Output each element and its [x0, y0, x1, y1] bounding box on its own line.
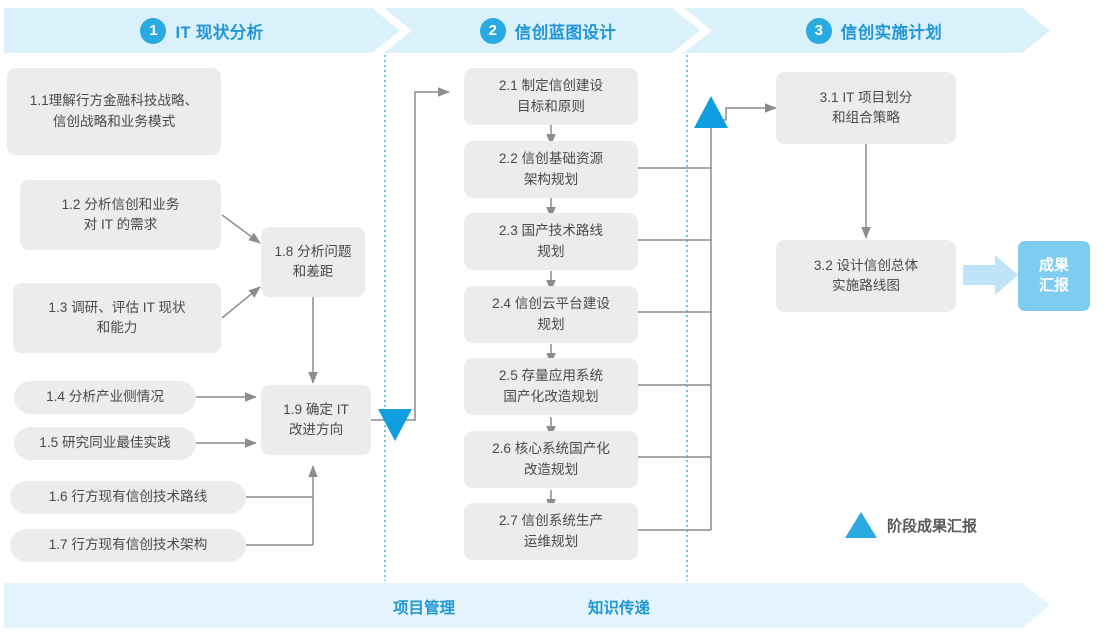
- milestone-triangle-phase2: [694, 96, 728, 128]
- task-box-2-3[interactable]: 2.3 国产技术路线规划: [464, 213, 638, 270]
- task-box-3-2[interactable]: 3.2 设计信创总体实施路线图: [776, 240, 956, 312]
- task-box-3-1[interactable]: 3.1 IT 项目划分和组合策略: [776, 72, 956, 144]
- task-box-1-4[interactable]: 1.4 分析产业侧情况: [14, 381, 196, 414]
- task-box-2-1[interactable]: 2.1 制定信创建设目标和原则: [464, 68, 638, 125]
- task-box-1-8[interactable]: 1.8 分析问题和差距: [261, 227, 365, 297]
- connector-1-3-to-1-8: [221, 286, 261, 319]
- task-box-1-5[interactable]: 1.5 研究同业最佳实践: [14, 427, 196, 460]
- task-box-1-3[interactable]: 1.3 调研、评估 IT 现状和能力: [13, 283, 221, 353]
- phase-3-header: 3 信创实施计划: [698, 8, 1050, 53]
- bottom-band-label-project-management: 项目管理: [393, 600, 456, 617]
- triangle-up-icon: [845, 512, 877, 538]
- task-box-2-6[interactable]: 2.6 核心系统国产化改造规划: [464, 431, 638, 488]
- phase-2-number: 2: [479, 17, 506, 44]
- legend-label: 阶段成果汇报: [887, 517, 978, 535]
- milestone-triangle-phase1: [378, 409, 412, 441]
- phase-1-header: 1 IT 现状分析: [4, 8, 400, 53]
- phase-1-number: 1: [140, 17, 167, 44]
- legend: 阶段成果汇报: [845, 512, 977, 538]
- phase-3-number: 3: [805, 17, 832, 44]
- bottom-band-label-knowledge-transfer: 知识传递: [588, 600, 651, 617]
- task-box-1-2[interactable]: 1.2 分析信创和业务对 IT 的需求: [20, 180, 221, 250]
- result-badge[interactable]: 成果汇报: [1018, 241, 1090, 311]
- task-box-2-2[interactable]: 2.2 信创基础资源架构规划: [464, 141, 638, 198]
- task-box-2-4[interactable]: 2.4 信创云平台建设规划: [464, 286, 638, 343]
- phase-2-title: 信创蓝图设计: [514, 23, 617, 42]
- phase-2-header: 2 信创蓝图设计: [396, 8, 700, 53]
- phase-1-title: IT 现状分析: [175, 23, 264, 42]
- task-box-1-6[interactable]: 1.6 行方现有信创技术路线: [10, 481, 246, 514]
- task-box-1-7[interactable]: 1.7 行方现有信创技术架构: [10, 529, 246, 562]
- arrow-3-2-to-result: [963, 255, 1018, 295]
- task-box-2-5[interactable]: 2.5 存量应用系统国产化改造规划: [464, 358, 638, 415]
- phase-3-title: 信创实施计划: [840, 23, 943, 42]
- bottom-band-shape: [4, 583, 1050, 628]
- connector-1-9-to-2-1: [371, 87, 450, 421]
- task-box-1-1[interactable]: 1.1理解行方金融科技战略、信创战略和业务模式: [7, 68, 221, 155]
- connector-1-2-to-1-8: [221, 214, 261, 244]
- connector-bus-to-3-1: [711, 103, 777, 121]
- task-box-2-7[interactable]: 2.7 信创系统生产运维规划: [464, 503, 638, 560]
